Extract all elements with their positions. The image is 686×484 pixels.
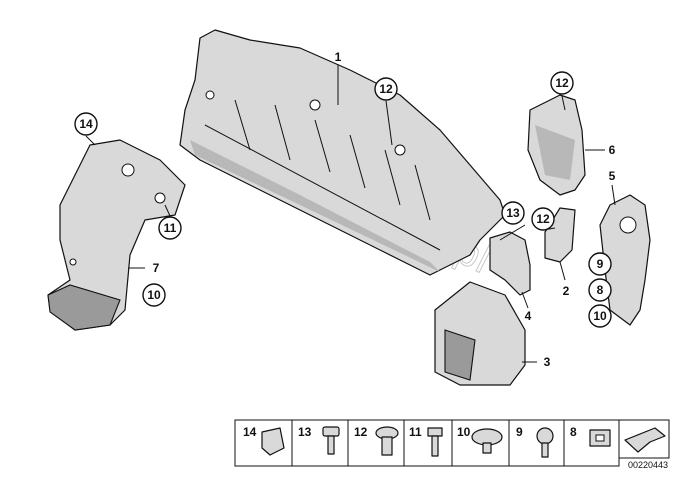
part-shield-5 [599,194,651,326]
callout-10-left: 10 [142,283,166,307]
legend-num-11: 11 [409,425,422,439]
part-bracket-7 [47,139,186,331]
part-heat-shield-main [179,29,506,276]
svg-text:13: 13 [506,206,520,220]
svg-text:10: 10 [593,309,607,323]
bolt-icon-11 [427,427,443,457]
plug-icon-10 [471,428,503,454]
callout-12-top: 12 [374,77,398,101]
label-2: 2 [563,284,570,298]
drawing-code: 00220443 [628,460,668,470]
svg-text:12: 12 [555,76,569,90]
clip-icon-14 [261,427,285,456]
legend-num-14: 14 [243,425,257,439]
svg-text:9: 9 [597,257,604,271]
callout-13: 13 [501,201,525,225]
callout-10-right: 10 [588,304,612,328]
svg-text:12: 12 [536,212,550,226]
legend-num-13: 13 [298,425,312,439]
callout-14: 14 [74,112,98,136]
arrow-icon [624,427,666,453]
bolt-icon-13 [322,426,340,455]
callout-12-mid: 12 [531,207,555,231]
svg-text:8: 8 [597,283,604,297]
legend-num-10: 10 [457,425,471,439]
label-1: 1 [335,50,342,64]
callout-9: 9 [588,252,612,276]
part-clip-4 [489,231,531,296]
legend-num-12: 12 [354,425,368,439]
label-7: 7 [153,261,160,275]
svg-text:11: 11 [164,221,177,235]
part-shield-6 [527,94,586,196]
svg-text:10: 10 [147,288,161,302]
rivet-icon-12 [375,426,399,456]
svg-text:14: 14 [79,117,93,131]
svg-text:12: 12 [379,82,393,96]
screw-icon-9 [536,427,554,458]
callout-8: 8 [588,278,612,302]
legend-num-9: 9 [516,425,523,439]
label-4: 4 [525,309,532,323]
callout-11: 11 [158,216,182,240]
label-6: 6 [609,143,616,157]
part-shield-3 [434,281,526,386]
nut-clip-icon-8 [589,429,611,447]
label-3: 3 [544,355,551,369]
legend-num-8: 8 [570,425,577,439]
legend-strip: 14 13 12 11 10 9 8 [234,419,670,470]
label-5: 5 [609,169,616,183]
callout-12-right: 12 [550,71,574,95]
